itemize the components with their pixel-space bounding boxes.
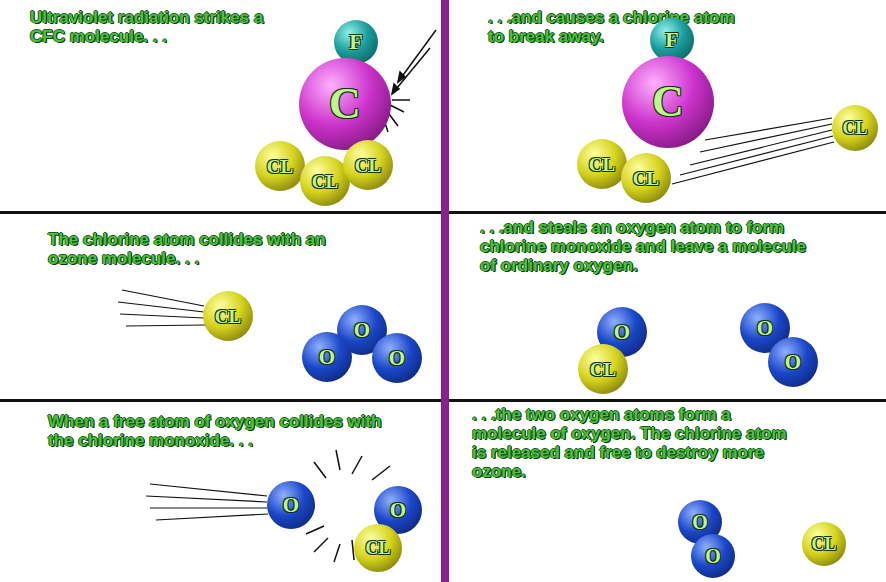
atom-letter: O xyxy=(705,546,721,566)
row-divider xyxy=(449,399,886,402)
atom-letter: O xyxy=(614,322,630,343)
atom-ball: C xyxy=(299,58,391,150)
burst-line xyxy=(336,450,340,470)
streak xyxy=(680,136,833,175)
atom-letter: CL xyxy=(811,535,836,553)
caption-panel: . . .the two oxygen atoms form a molecul… xyxy=(449,402,886,582)
caption-text: . . .the two oxygen atoms form a molecul… xyxy=(472,405,802,481)
atom-letter: C xyxy=(329,82,361,126)
atom-letter: O xyxy=(319,347,335,368)
atom-letter: O xyxy=(390,500,406,521)
atom-ball: O xyxy=(372,333,422,383)
row-divider xyxy=(449,211,886,214)
streak xyxy=(705,118,832,140)
row-divider xyxy=(0,399,441,402)
atom-letter: CL xyxy=(365,539,390,557)
atom-letter: F xyxy=(349,31,362,53)
atom-letter: O xyxy=(757,318,773,339)
burst-line xyxy=(314,462,326,478)
atom-ball: CL xyxy=(255,141,305,191)
atom-ball: CL xyxy=(354,524,402,572)
atom-letter: O xyxy=(389,348,405,369)
row-divider xyxy=(0,211,441,214)
caption-text: . . .and causes a chlorine atom to break… xyxy=(488,8,748,46)
atom-letter: O xyxy=(785,352,801,373)
burst-line xyxy=(306,526,324,534)
streak xyxy=(672,142,834,184)
atom-letter: CL xyxy=(312,172,338,191)
atom-ball: O xyxy=(302,332,352,382)
atom-ball: CL xyxy=(621,153,671,203)
atom-letter: CL xyxy=(842,119,867,137)
burst-line xyxy=(334,544,340,562)
uv-arrowhead xyxy=(392,84,399,94)
atom-letter: CL xyxy=(590,360,616,379)
atom-ball: CL xyxy=(577,139,627,189)
atom-ball: O xyxy=(267,481,315,529)
burst-line xyxy=(372,466,390,480)
atom-ball: O xyxy=(691,534,735,578)
atom-letter: CL xyxy=(633,169,659,188)
streak xyxy=(150,507,267,508)
divider-bar xyxy=(441,0,449,582)
atom-ball: CL xyxy=(802,522,846,566)
impact-line xyxy=(392,99,410,101)
uv-ray xyxy=(392,48,430,94)
caption-panel: When a free atom of oxygen collides with… xyxy=(0,402,441,582)
atom-ball: CL xyxy=(578,344,628,394)
atom-letter: CL xyxy=(215,307,241,326)
atom-letter: CL xyxy=(355,156,381,175)
uv-ray xyxy=(398,30,436,82)
atom-ball: CL xyxy=(343,140,393,190)
caption-panel: . . .and steals an oxygen atom to form c… xyxy=(449,214,886,399)
atom-ball: CL xyxy=(832,105,878,151)
atom-letter: CL xyxy=(589,155,615,174)
motion-streaks xyxy=(118,118,834,520)
caption-text: Ultraviolet radiation strikes a CFC mole… xyxy=(30,8,280,46)
atom-ball: CL xyxy=(203,291,253,341)
atom-letter: F xyxy=(665,29,678,51)
streak xyxy=(120,314,204,318)
streak xyxy=(150,484,267,496)
caption-text: . . .and steals an oxygen atom to form c… xyxy=(480,218,810,275)
atom-ball: O xyxy=(768,337,818,387)
atom-letter: O xyxy=(283,495,299,516)
caption-text: When a free atom of oxygen collides with… xyxy=(48,412,388,450)
atom-ball: C xyxy=(622,56,714,148)
atom-letter: O xyxy=(354,320,370,341)
atom-letter: O xyxy=(692,512,708,532)
caption-panel: . . .and causes a chlorine atom to break… xyxy=(449,0,886,211)
streak xyxy=(126,325,205,326)
streak xyxy=(156,514,268,520)
caption-panel: Ultraviolet radiation strikes a CFC mole… xyxy=(0,0,441,211)
burst-line xyxy=(314,538,328,552)
burst-line xyxy=(352,456,362,474)
streak xyxy=(118,302,204,312)
atom-letter: C xyxy=(652,80,684,124)
caption-panel: The chlorine atom collides with an ozone… xyxy=(0,214,441,399)
caption-text: The chlorine atom collides with an ozone… xyxy=(48,230,328,268)
uv-arrowhead xyxy=(398,72,405,82)
streak xyxy=(146,496,267,502)
atom-letter: CL xyxy=(267,157,293,176)
